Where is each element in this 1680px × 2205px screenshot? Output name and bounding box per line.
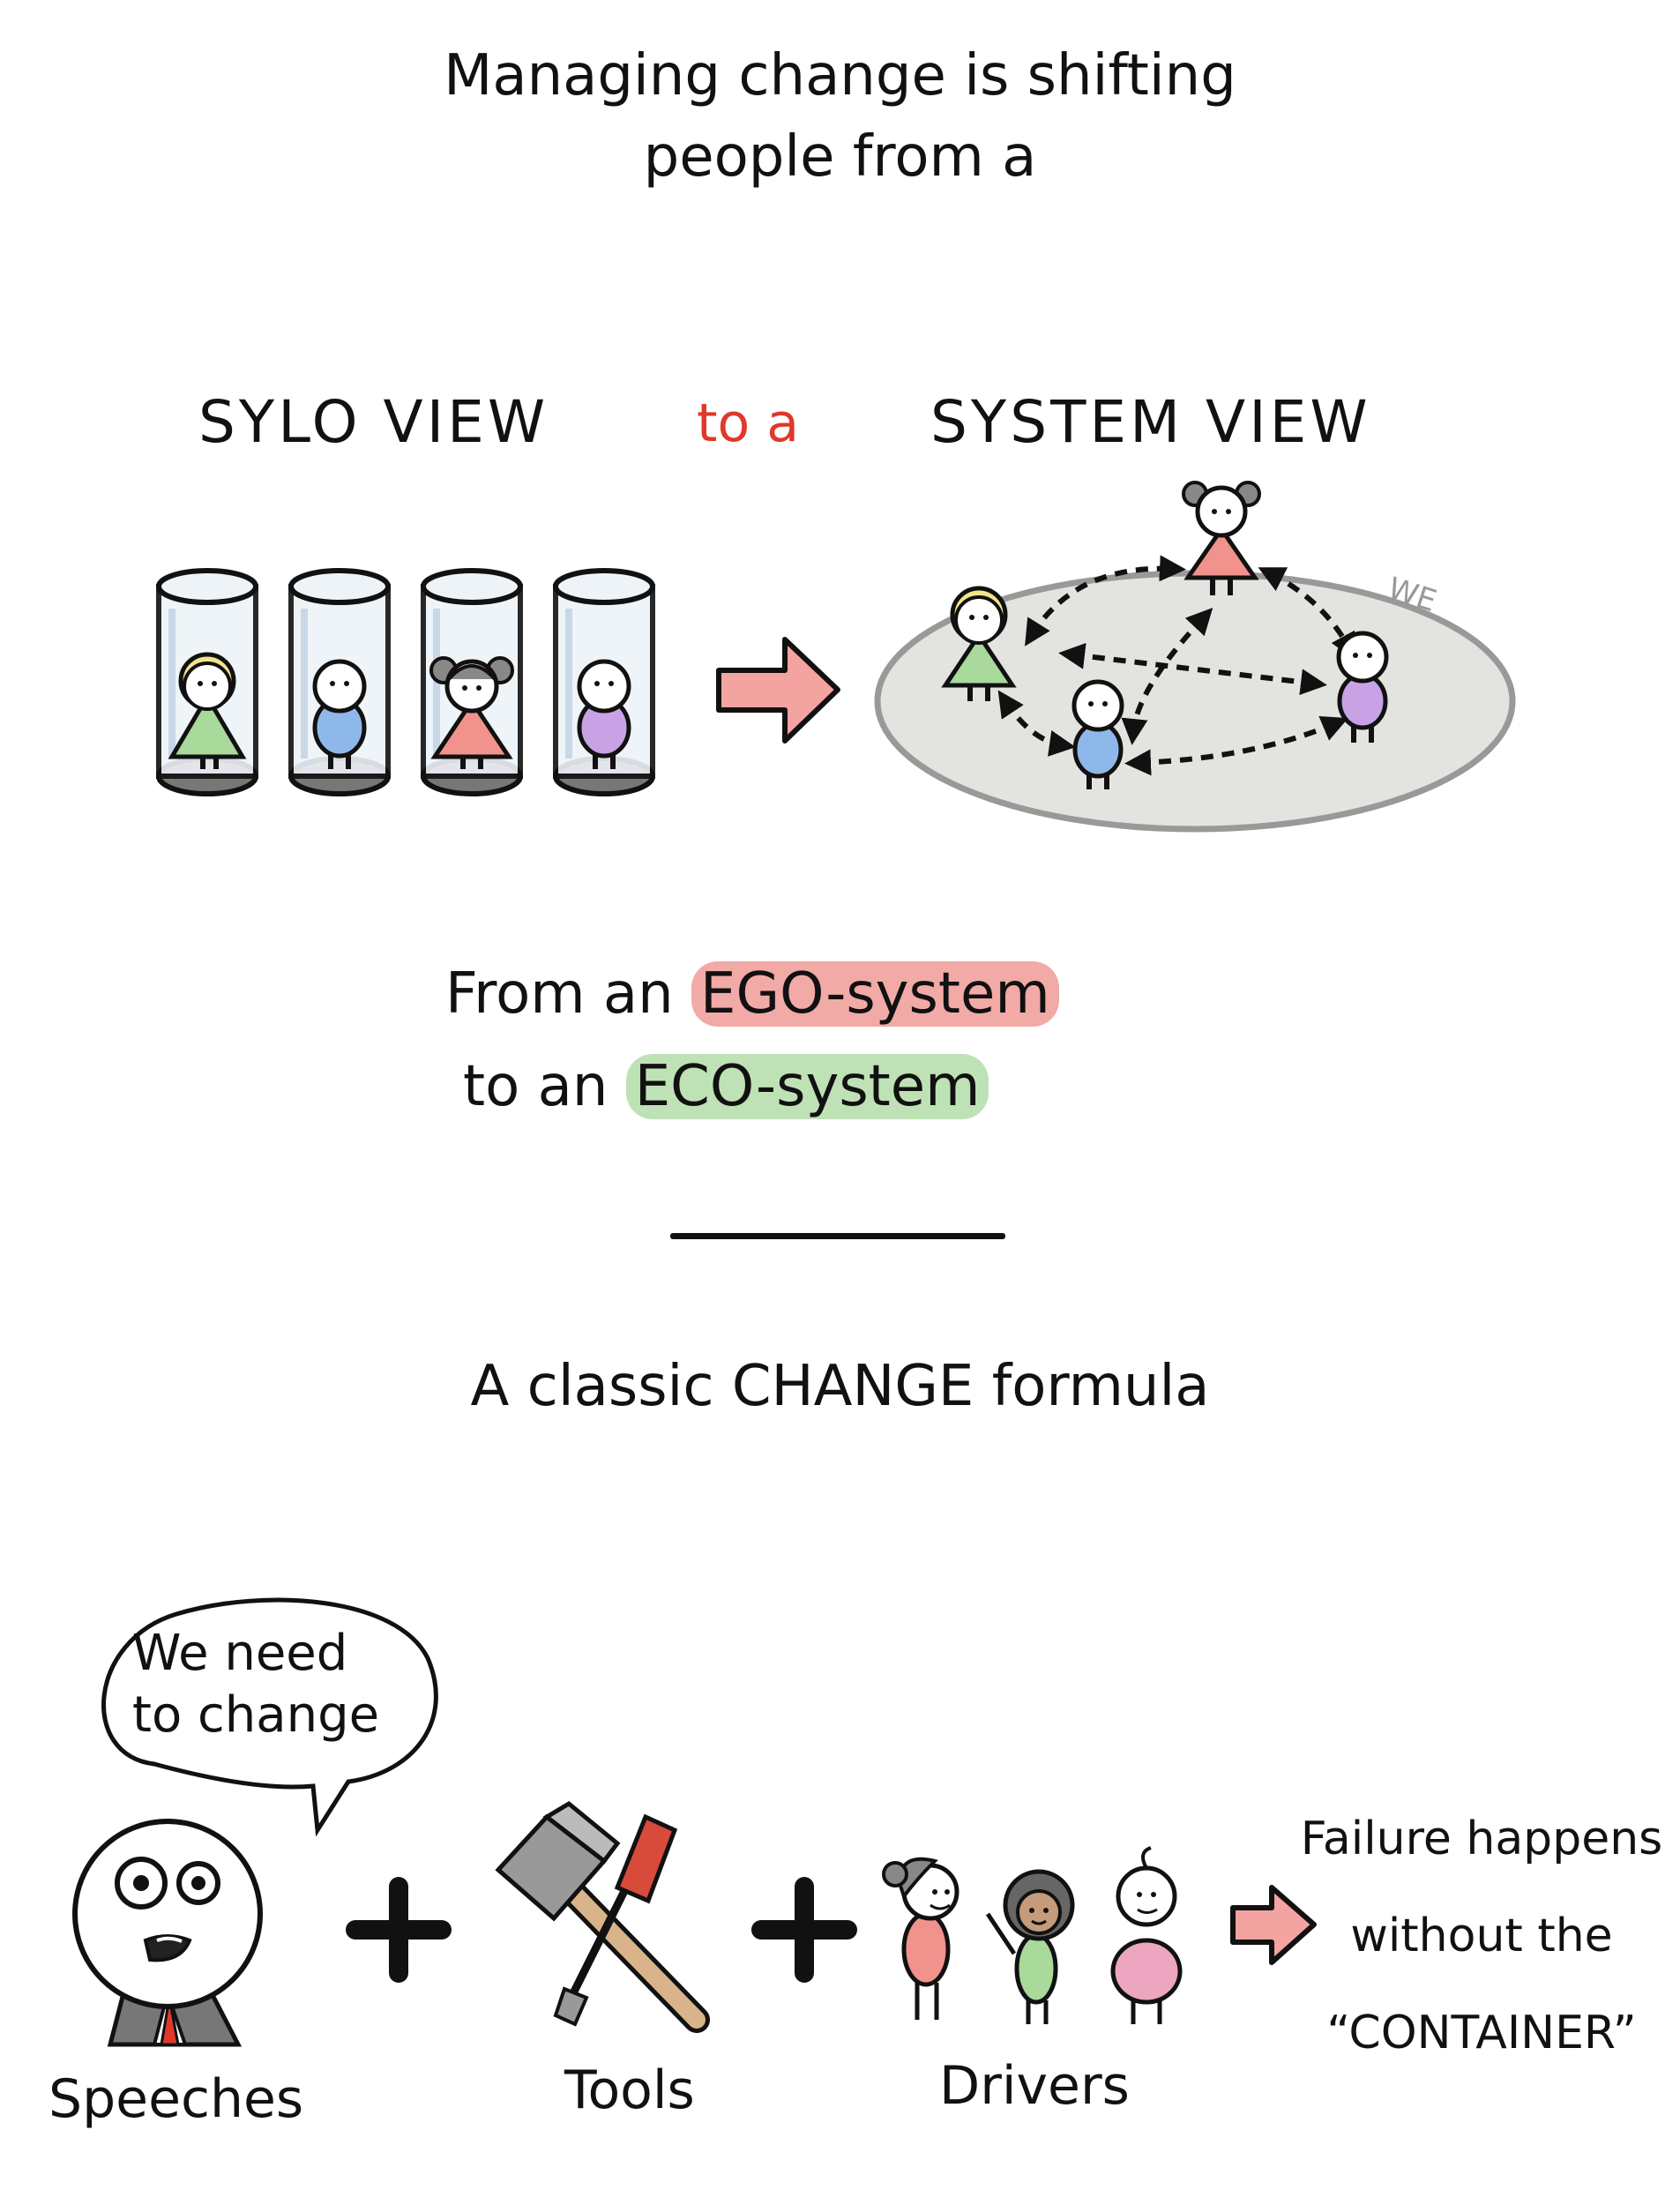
intro-title: Managing change is shifting people from … <box>0 35 1680 198</box>
drivers-icon <box>882 1846 1183 2024</box>
system-view-label: SYSTEM VIEW <box>930 388 1371 456</box>
transition-arrow <box>716 637 840 744</box>
formula-title: A classic CHANGE formula <box>470 1354 1210 1419</box>
ego-prefix: From an <box>445 961 674 1027</box>
result-line-1: Failure happens <box>1300 1813 1663 1865</box>
ego-system-highlight: EGO-system <box>691 961 1059 1027</box>
driver-red <box>882 1857 959 2020</box>
system-person-green <box>941 586 1017 701</box>
driver-pink <box>1110 1846 1183 2024</box>
tube-purple-person <box>553 568 655 796</box>
result-line-3: “CONTAINER” <box>1326 2007 1637 2059</box>
label-tools: Tools <box>564 2059 695 2121</box>
plus-icon-1 <box>346 1877 452 1983</box>
eco-system-highlight: ECO-system <box>625 1054 989 1119</box>
system-person-red <box>1182 481 1261 595</box>
eco-prefix: to an <box>463 1054 609 1119</box>
tools-icon <box>495 1800 710 2033</box>
ego-line: From an EGO-system <box>445 961 1059 1027</box>
speech-bubble-text: We need to change <box>132 1625 380 1744</box>
section-divider <box>670 1233 1005 1239</box>
speech-bubble <box>101 1597 438 1837</box>
label-speeches: Speeches <box>49 2068 304 2130</box>
eco-line: to an ECO-system <box>463 1054 989 1119</box>
intro-line-1: Managing change is shifting <box>444 43 1236 108</box>
system-person-purple <box>1336 631 1389 743</box>
speaker-figure <box>72 1819 263 2047</box>
system-person-blue <box>1071 679 1124 789</box>
sylo-view-label: SYLO VIEW <box>198 388 549 456</box>
system-connections <box>997 555 1356 776</box>
tube-blue-person <box>288 568 391 796</box>
result-text: Failure happens without the “CONTAINER” <box>1274 1790 1680 2082</box>
plus-icon-2 <box>751 1877 857 1983</box>
sylo-tubes <box>156 568 655 796</box>
result-arrow <box>1230 1885 1317 1965</box>
to-a-connector: to a <box>697 392 800 454</box>
tube-green-person <box>156 568 258 796</box>
driver-green <box>985 1869 1075 2024</box>
result-line-2: without the <box>1350 1910 1613 1962</box>
label-drivers: Drivers <box>939 2055 1130 2117</box>
tube-red-person <box>421 568 523 796</box>
intro-line-2: people from a <box>643 124 1037 190</box>
